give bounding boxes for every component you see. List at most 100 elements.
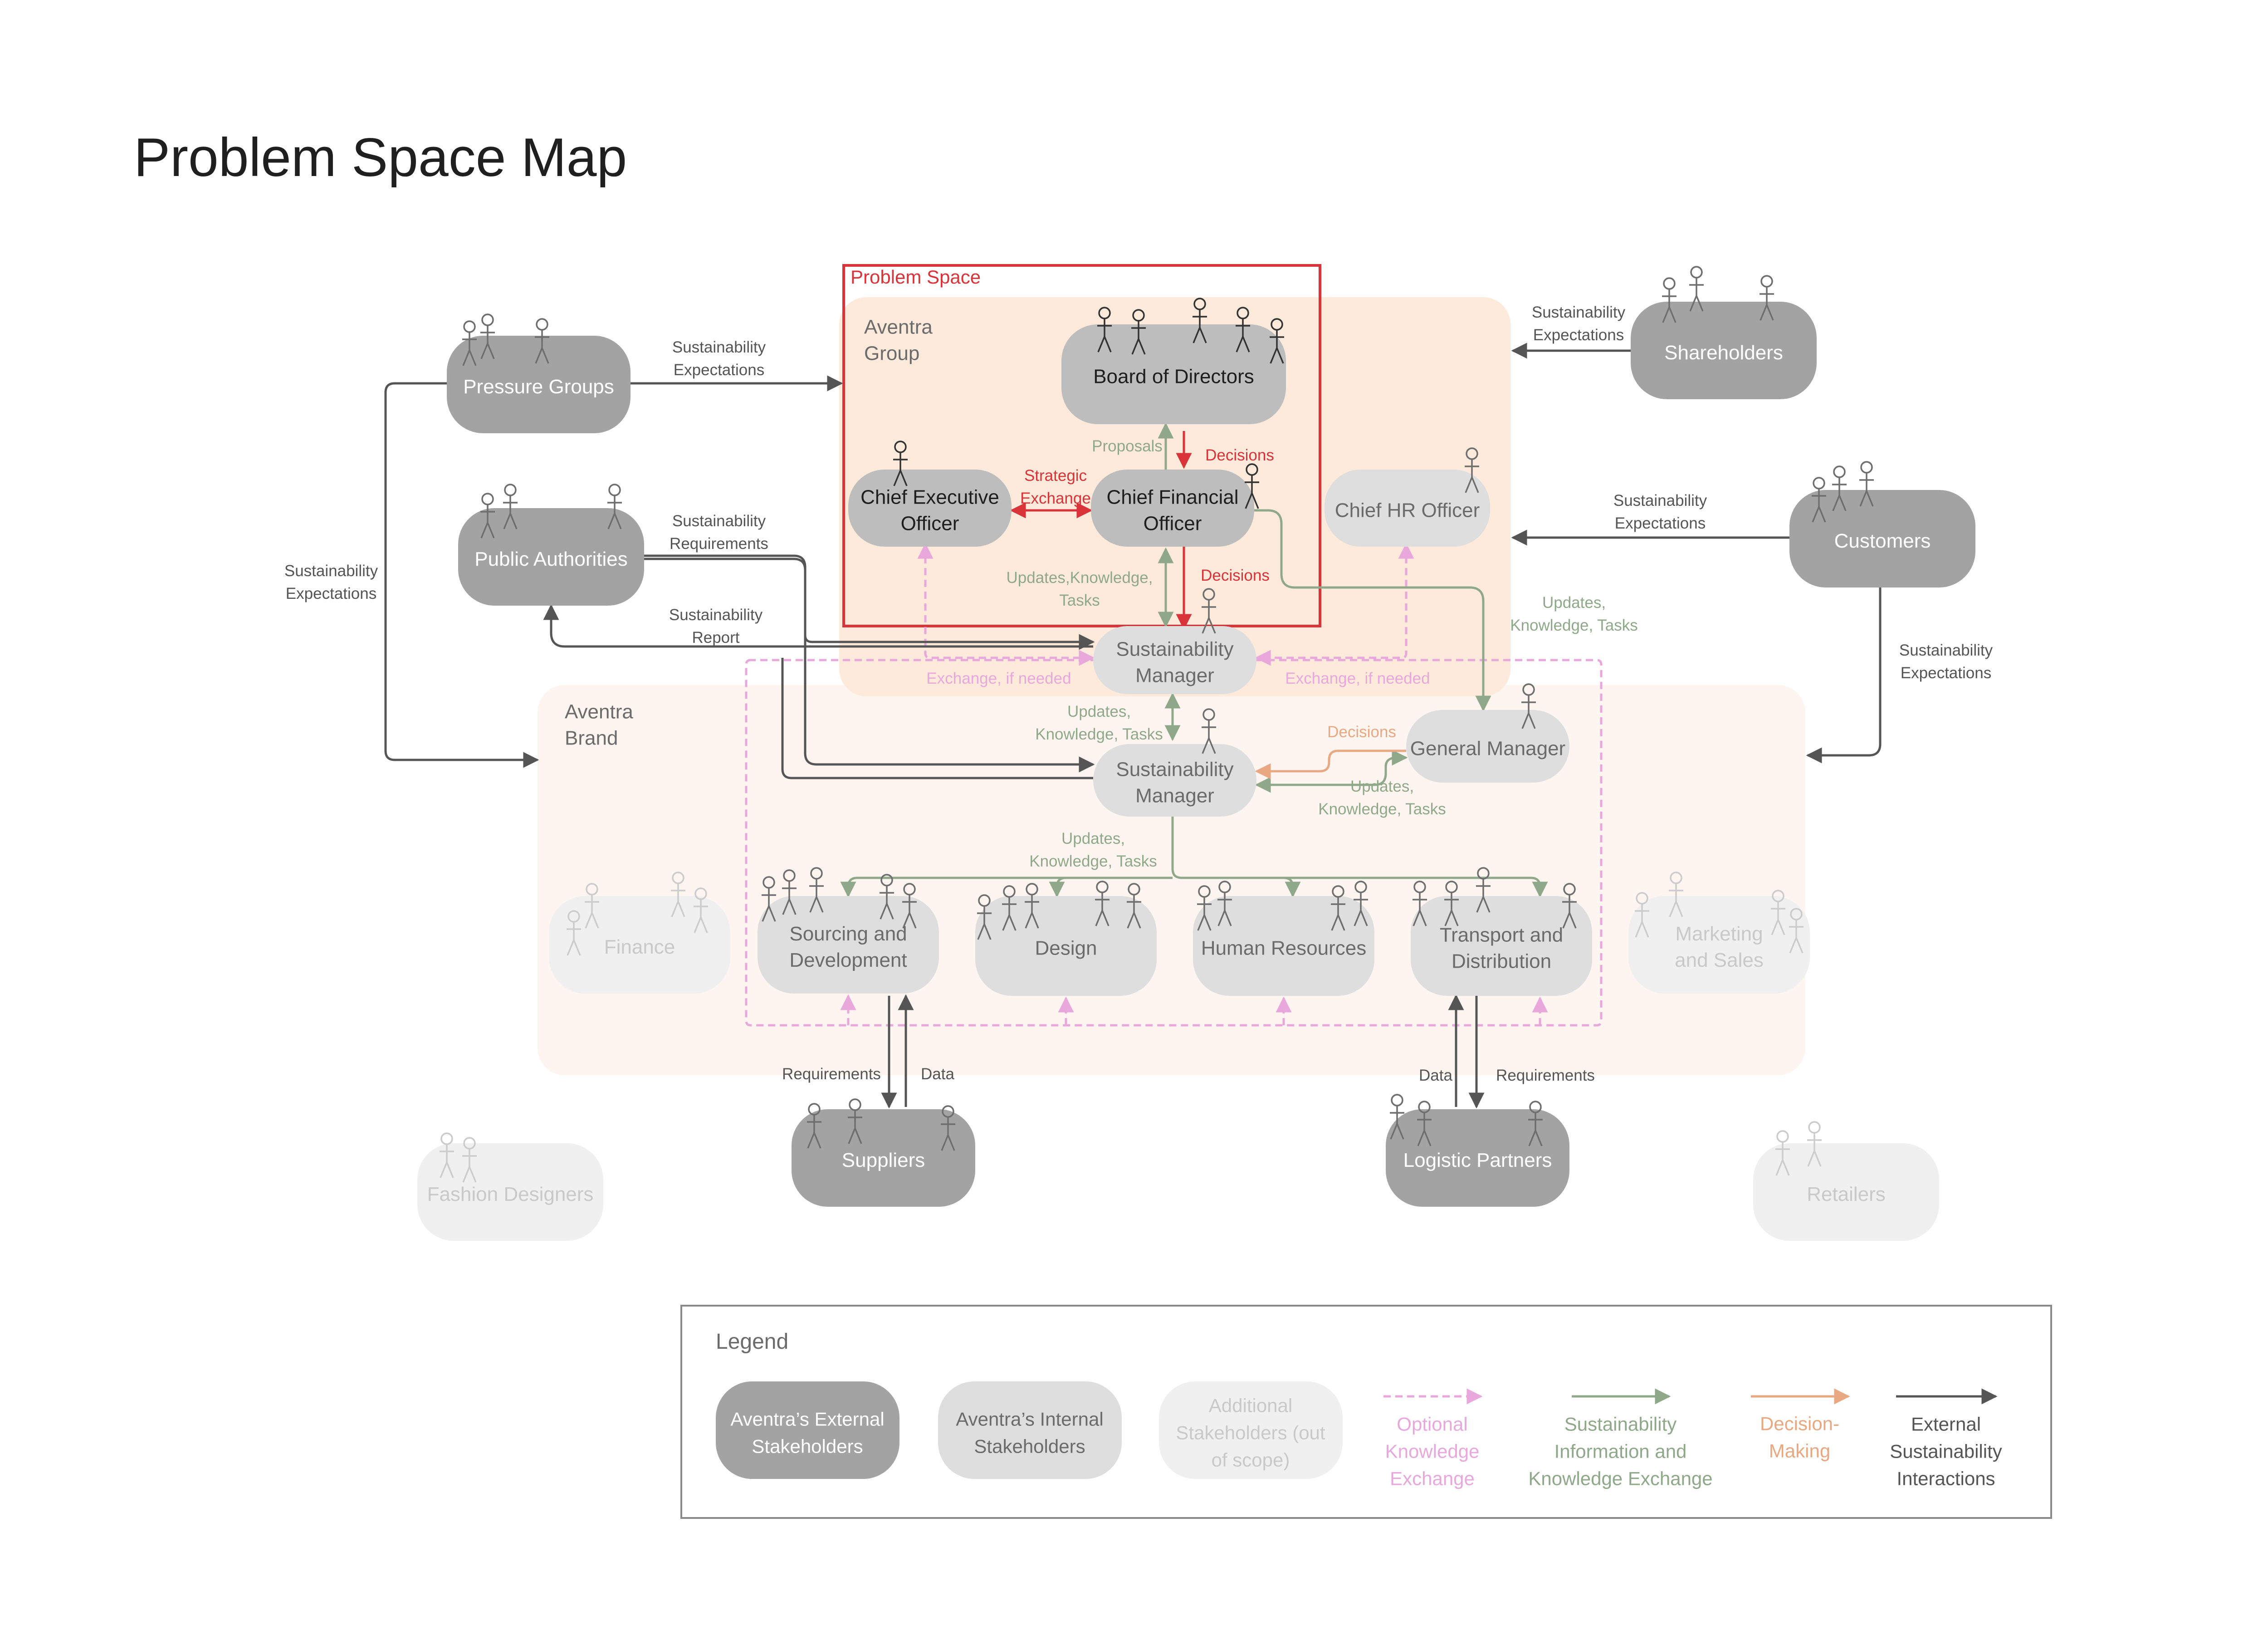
sm-to-transport-edge	[1171, 817, 1548, 898]
node-shape	[1386, 1109, 1569, 1207]
person-icon	[1812, 477, 1826, 523]
edge-label-req1-line: Requirements	[782, 1065, 881, 1083]
optional-exchange-ceo-edge	[917, 543, 1095, 666]
person-icon	[1635, 892, 1649, 938]
edge-label-customer-exp2-line: Sustainability	[1899, 641, 1993, 659]
node-label-line: Pressure Groups	[463, 376, 614, 398]
node-shape	[1753, 1143, 1939, 1241]
node-design: Design	[975, 881, 1157, 996]
edge-label-req1: Requirements	[782, 1065, 881, 1083]
person-icon	[977, 894, 992, 940]
node-shape	[1325, 470, 1490, 547]
pressure-to-brand-edge	[384, 382, 539, 768]
edge-label-exchange-right-line: Exchange, if needed	[1285, 670, 1430, 687]
sm-brand-to-public-edge	[781, 658, 1093, 779]
person-icon	[480, 493, 495, 539]
node-label-line: Officer	[1144, 513, 1202, 535]
node-shape	[1091, 470, 1254, 547]
node-label-line: Sustainability	[1116, 759, 1233, 781]
sm-to-public-report-edge	[543, 604, 1093, 648]
node-gm: General Manager	[1406, 683, 1569, 783]
node-shareholders: Shareholders	[1631, 266, 1817, 399]
edge-label-req2: Requirements	[1496, 1067, 1595, 1084]
node-fashion: Fashion Designers	[417, 1132, 603, 1241]
node-shape	[447, 336, 631, 433]
node-label: Suppliers	[842, 1149, 925, 1171]
node-label: Shareholders	[1664, 342, 1783, 364]
legend-label-line: Stakeholders (out	[1176, 1422, 1325, 1443]
optional-exchange-loop-edge	[745, 659, 1603, 1027]
node-label-line: Customers	[1834, 530, 1931, 552]
node-shape	[848, 470, 1012, 547]
edge-label-strategic-line: Exchange	[1020, 490, 1091, 507]
edge-label-updates-sm: Updates,Knowledge, Tasks	[1035, 703, 1163, 743]
legend-label-line: Interactions	[1897, 1468, 1995, 1489]
legend-swatch	[716, 1381, 899, 1479]
person-icon	[1217, 881, 1232, 926]
node-retailers: Retailers	[1753, 1121, 1939, 1241]
edge-label-gm-updates-line: Knowledge, Tasks	[1318, 800, 1446, 818]
legend-label-line: Sustainability	[1890, 1440, 2002, 1462]
node-label-line: Development	[789, 949, 907, 971]
edge-label-updates-cfo-line: Updates,Knowledge,	[1007, 569, 1153, 587]
node-label: Public Authorities	[474, 548, 628, 570]
aventra-group-label-line: Group	[864, 343, 919, 365]
edge-label-customer-exp-line: Expectations	[1615, 514, 1706, 532]
edge-label-gm-decisions: Decisions	[1327, 723, 1396, 741]
edge-label-updates-sm-line: Updates,	[1067, 703, 1131, 720]
edge-label-updates-down: Updates, Knowledge, Tasks	[1029, 830, 1157, 870]
node-suppliers: Suppliers	[792, 1098, 975, 1207]
aventra-brand-label-line: Aventra	[565, 701, 633, 723]
person-icon	[1521, 683, 1536, 729]
node-label-line: and Sales	[1675, 949, 1764, 971]
person-icon	[1760, 275, 1774, 321]
legend-label-line: Additional	[1209, 1395, 1292, 1416]
edge-label-updates-down-line: Updates,	[1061, 830, 1125, 847]
aventra-group-label-line: Aventra	[864, 316, 933, 338]
node-shape	[1789, 490, 1975, 588]
node-shape	[975, 896, 1157, 996]
node-shape	[1628, 896, 1810, 994]
person-icon	[1270, 318, 1284, 364]
node-label: Fashion Designers	[427, 1183, 594, 1205]
legend-label-line: Knowledge	[1385, 1440, 1480, 1462]
legend-swatch	[938, 1381, 1122, 1479]
node-shape	[1631, 302, 1817, 399]
edge-label-public-req-line: Sustainability	[672, 512, 766, 530]
legend-swatch	[1159, 1381, 1343, 1479]
node-shape	[549, 896, 730, 994]
node-shape	[417, 1143, 603, 1241]
node-label-line: Chief Financial	[1106, 486, 1238, 509]
node-hr: Human Resources	[1193, 881, 1374, 996]
person-icon	[1202, 588, 1216, 634]
person-icon	[440, 1132, 454, 1178]
legend-label-line: Decision-	[1760, 1413, 1839, 1434]
sm-to-sourcing-edge	[840, 876, 1173, 898]
person-icon	[809, 867, 824, 913]
node-label-line: Sustainability	[1116, 638, 1233, 661]
node-shape	[458, 508, 644, 606]
edge-label-public-req-line: Requirements	[670, 535, 768, 553]
edge-label-updates-down-line: Knowledge, Tasks	[1029, 852, 1157, 870]
person-icon	[1562, 883, 1577, 929]
edge-label-pressure-exp-line: Sustainability	[672, 338, 766, 356]
node-board: Board of Directors	[1061, 298, 1286, 424]
person-icon	[1669, 871, 1683, 917]
node-label-line: Human Resources	[1201, 937, 1366, 960]
